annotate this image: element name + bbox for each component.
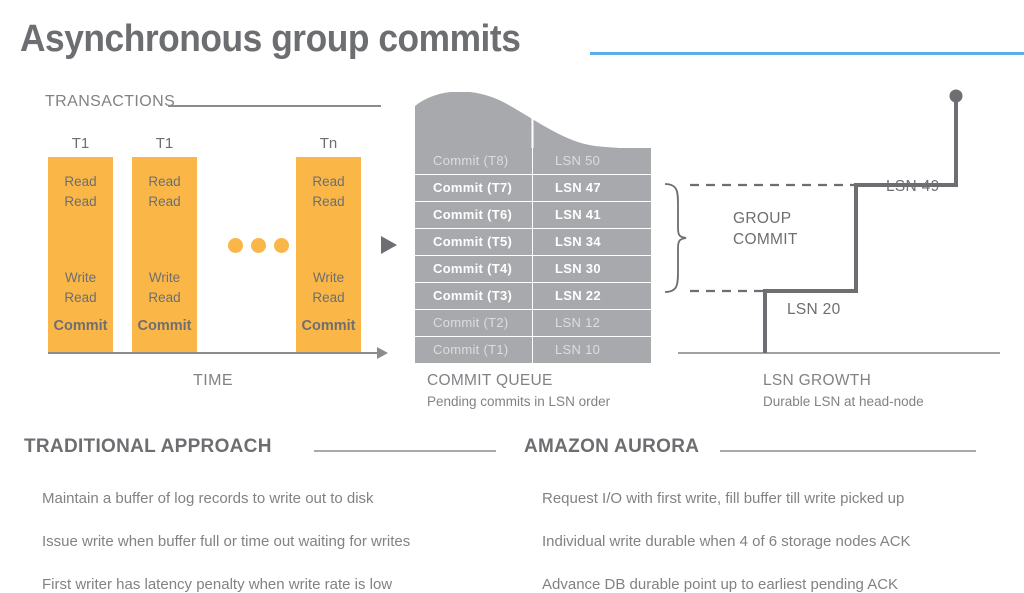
transaction-label-2: T1: [155, 135, 174, 152]
lsn-growth-caption-title: LSN GROWTH: [763, 372, 872, 389]
transaction-ops-top-3: Read Read: [296, 172, 361, 212]
op-read: Read: [148, 290, 181, 305]
list-item: Individual write durable when 4 of 6 sto…: [542, 533, 911, 550]
op-read: Read: [312, 194, 345, 209]
queue-commit-cell: Commit (T8): [415, 148, 533, 174]
group-commit-line-1: GROUP: [733, 210, 792, 227]
transaction-commit-2: Commit: [137, 318, 192, 334]
op-write: Write: [64, 270, 97, 285]
section-amazon-aurora: AMAZON AURORA Request I/O with first wri…: [524, 436, 1004, 593]
transaction-ops-top-1: Read Read: [48, 172, 113, 212]
op-read: Read: [312, 174, 345, 189]
dot-icon: [251, 238, 266, 253]
commit-queue-table: Commit (T8) LSN 50 Commit (T7) LSN 47 Co…: [415, 148, 651, 363]
transaction-ops-bottom-3: Write Read: [296, 268, 361, 308]
time-axis-label: TIME: [193, 372, 233, 389]
lsn-20-label: LSN 20: [787, 301, 841, 318]
flow-arrow-icon: [381, 236, 397, 254]
queue-lsn-cell: LSN 10: [555, 342, 601, 357]
section-bullet-list: Maintain a buffer of log records to writ…: [24, 490, 494, 593]
lsn-step-line: [763, 98, 958, 353]
transaction-ops-bottom-1: Write Read: [48, 268, 113, 308]
table-row[interactable]: Commit (T5) LSN 34: [415, 229, 651, 256]
section-heading: TRADITIONAL APPROACH: [24, 436, 272, 457]
commit-queue-caption-title: COMMIT QUEUE: [427, 372, 553, 389]
commit-queue-caption-sub: Pending commits in LSN order: [427, 394, 611, 409]
transactions-header: TRANSACTIONS: [45, 93, 176, 110]
list-item: First writer has latency penalty when wr…: [42, 576, 393, 593]
queue-lsn-cell: LSN 47: [555, 180, 601, 195]
table-row[interactable]: Commit (T6) LSN 41: [415, 202, 651, 229]
queue-lsn-cell: LSN 12: [555, 315, 601, 330]
lsn-49-label: LSN 49: [886, 178, 940, 195]
lsn-growth-caption-sub: Durable LSN at head-node: [763, 394, 924, 409]
op-read: Read: [64, 174, 97, 189]
queue-commit-cell: Commit (T4): [415, 256, 533, 282]
queue-commit-cell: Commit (T2): [415, 310, 533, 336]
transactions-header-rule: [168, 105, 381, 107]
transaction-column-2: [132, 157, 197, 353]
table-row[interactable]: Commit (T4) LSN 30: [415, 256, 651, 283]
transaction-column-3: [296, 157, 361, 353]
dot-icon: [274, 238, 289, 253]
lsn-growth-chart: [664, 89, 1000, 354]
queue-commit-cell: Commit (T6): [415, 202, 533, 228]
list-item: Advance DB durable point up to earliest …: [542, 576, 899, 593]
op-read: Read: [64, 290, 97, 305]
queue-commit-cell: Commit (T3): [415, 283, 533, 309]
group-commit-brace-icon: [664, 183, 687, 293]
queue-lsn-cell: LSN 30: [555, 261, 601, 276]
commit-queue-caption: COMMIT QUEUE Pending commits in LSN orde…: [427, 372, 610, 409]
transaction-ops-bottom-2: Write Read: [132, 268, 197, 308]
queue-lsn-cell: LSN 34: [555, 234, 601, 249]
table-row[interactable]: Commit (T1) LSN 10: [415, 337, 651, 363]
ellipsis-dots: [228, 238, 289, 253]
table-row[interactable]: Commit (T8) LSN 50: [415, 148, 651, 175]
transaction-ops-top-2: Read Read: [132, 172, 197, 212]
section-traditional-approach: TRADITIONAL APPROACH Maintain a buffer o…: [24, 436, 496, 593]
queue-backlog-curve: [415, 92, 651, 150]
table-row[interactable]: Commit (T2) LSN 12: [415, 310, 651, 337]
time-axis-arrow-icon: [377, 347, 388, 359]
transaction-label-3: Tn: [319, 135, 338, 152]
section-heading-rule: [720, 450, 976, 452]
queue-commit-cell: Commit (T5): [415, 229, 533, 255]
op-read: Read: [64, 194, 97, 209]
list-item: Issue write when buffer full or time out…: [42, 533, 411, 550]
title-underline: [590, 52, 1024, 55]
time-axis-line: [48, 352, 378, 354]
queue-lsn-cell: LSN 22: [555, 288, 601, 303]
page-title: Asynchronous group commits: [20, 18, 521, 60]
transaction-commit-1: Commit: [53, 318, 108, 334]
op-write: Write: [312, 270, 345, 285]
op-write: Write: [148, 270, 181, 285]
queue-commit-cell: Commit (T1): [415, 337, 533, 363]
queue-commit-cell: Commit (T7): [415, 175, 533, 201]
list-item: Request I/O with first write, fill buffe…: [542, 490, 905, 507]
section-heading-rule: [314, 450, 496, 452]
group-commit-annotation: GROUP COMMIT: [733, 208, 798, 250]
transaction-commit-3: Commit: [301, 318, 356, 334]
transaction-column-1: [48, 157, 113, 353]
section-heading: AMAZON AURORA: [524, 436, 700, 457]
queue-lsn-cell: LSN 50: [555, 153, 601, 168]
transaction-label-1: T1: [71, 135, 90, 152]
group-commit-line-2: COMMIT: [733, 231, 798, 248]
lsn-head-dot: [949, 89, 963, 103]
lsn-growth-caption: LSN GROWTH Durable LSN at head-node: [763, 372, 924, 409]
op-read: Read: [312, 290, 345, 305]
op-read: Read: [148, 194, 181, 209]
queue-lsn-cell: LSN 41: [555, 207, 601, 222]
op-read: Read: [148, 174, 181, 189]
table-row[interactable]: Commit (T3) LSN 22: [415, 283, 651, 310]
section-bullet-list: Request I/O with first write, fill buffe…: [524, 490, 1004, 593]
list-item: Maintain a buffer of log records to writ…: [42, 490, 374, 507]
dot-icon: [228, 238, 243, 253]
table-row[interactable]: Commit (T7) LSN 47: [415, 175, 651, 202]
